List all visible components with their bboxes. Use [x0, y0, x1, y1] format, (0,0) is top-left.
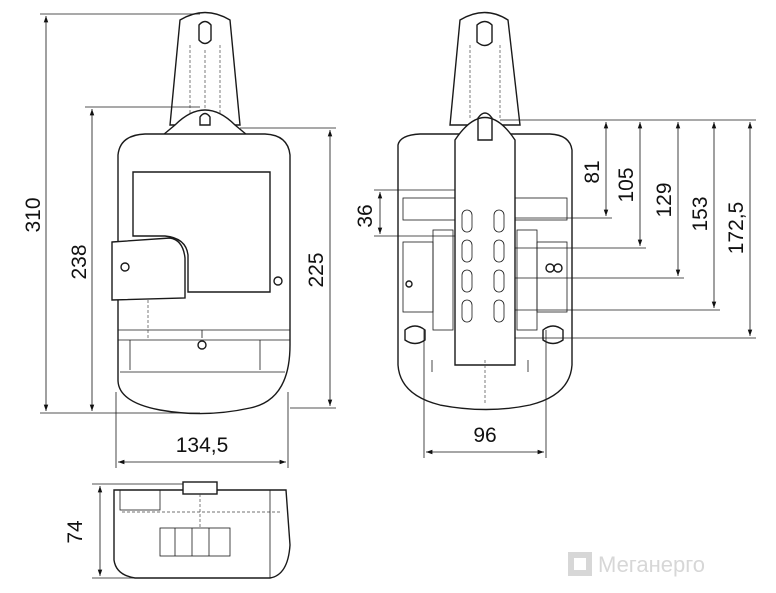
watermark-text: Меганерго: [598, 552, 705, 577]
rear-mounting-hook: [449, 11, 521, 126]
front-display-window: [132, 171, 271, 293]
dim-134-5-label: 134,5: [176, 434, 229, 457]
front-hook-slot: [198, 20, 212, 45]
dimension-labels: 310 238 225 134,5 96 36 81 105 129 153 1…: [22, 160, 748, 543]
rear-terminal-slots: [461, 209, 505, 323]
dim-96-label: 96: [473, 424, 496, 447]
rear-left-lug: [404, 325, 426, 345]
bottom-body: [113, 489, 291, 579]
watermark: Меганерго: [568, 552, 705, 577]
dim-129-label: 129: [653, 182, 676, 217]
rear-upper-right-block: [514, 197, 568, 221]
dim-238-label: 238: [68, 244, 91, 279]
front-top-cap: [161, 109, 249, 136]
rear-central-spine: [454, 116, 516, 366]
front-side-module: [111, 237, 186, 301]
bottom-terminal-block: [159, 527, 231, 557]
front-body: [117, 133, 291, 415]
dim-81-label: 81: [581, 160, 604, 183]
dim-105-label: 105: [615, 167, 638, 202]
front-mounting-hook: [169, 11, 241, 126]
dimension-lines: [40, 13, 756, 579]
rear-upper-left-block: [402, 197, 456, 221]
front-view: [111, 11, 291, 415]
dim-225-label: 225: [305, 252, 328, 287]
dim-74-label: 74: [64, 520, 87, 544]
dim-172-5-label: 172,5: [725, 202, 748, 255]
dim-36-label: 36: [354, 204, 377, 227]
rear-view: [397, 11, 573, 411]
bottom-view: [113, 481, 291, 579]
rear-right-lug: [542, 325, 564, 345]
dim-310-label: 310: [22, 197, 45, 232]
dim-153-label: 153: [689, 196, 712, 231]
